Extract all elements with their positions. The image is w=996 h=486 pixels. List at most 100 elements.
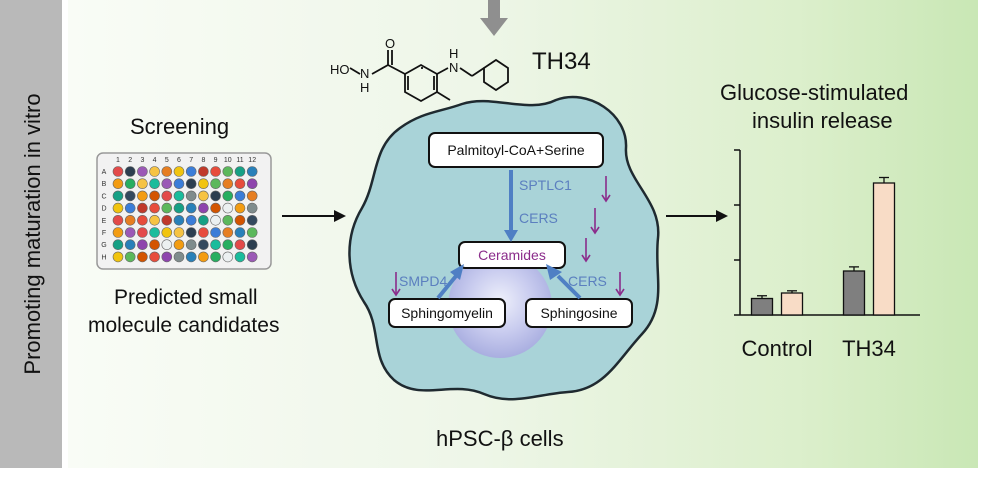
plate-well — [222, 239, 234, 250]
plate-col-label: 6 — [177, 157, 181, 164]
plate-well — [112, 239, 124, 250]
th34-structure: HO N H O N H — [330, 36, 509, 103]
plate-well — [137, 227, 148, 238]
plate-well — [246, 190, 258, 202]
plate-well — [198, 178, 209, 190]
plate-well — [210, 239, 221, 250]
plate-well — [222, 166, 234, 177]
plate-col-label: 5 — [165, 157, 169, 164]
plate-well — [222, 202, 234, 214]
plate-well — [198, 202, 209, 214]
plate-well — [149, 215, 160, 226]
plate-col-label: 11 — [236, 157, 243, 164]
plate-well — [137, 166, 148, 177]
sidebar-title-svg: Promoting maturation in vitro — [20, 93, 45, 374]
plate-well — [246, 166, 258, 177]
sidebar-band: Promoting maturation in vitro — [0, 0, 62, 468]
node-sphingomyelin: Sphingomyelin — [388, 298, 506, 328]
plate-well — [161, 227, 173, 238]
plate-well — [210, 215, 221, 226]
plate-well — [161, 178, 173, 190]
plate-well — [173, 202, 185, 214]
chart-category-label: Control — [742, 336, 813, 361]
plate-well — [234, 166, 246, 177]
plate-well — [161, 202, 173, 214]
enzyme-cers-right: CERS — [568, 273, 607, 289]
screening-title: Screening — [130, 114, 230, 139]
plate-well — [112, 251, 124, 263]
plate-well — [149, 202, 160, 214]
plate-well — [210, 178, 221, 190]
plate-well — [234, 251, 246, 263]
atom-ho: HO — [330, 62, 350, 77]
screening-caption-line1: Predicted small — [114, 286, 258, 309]
plate-col-label: 7 — [189, 157, 193, 164]
plate-well — [137, 190, 148, 202]
atom-h1: H — [360, 80, 369, 95]
plate-well — [149, 166, 160, 177]
plate-row-label: E — [102, 218, 107, 225]
arrow-to-chart-icon — [666, 210, 728, 222]
plate-well — [185, 190, 197, 202]
plate-well — [112, 227, 124, 238]
plate-well — [137, 202, 148, 214]
plate-well — [124, 202, 136, 214]
plate-col-label: 1 — [116, 157, 120, 164]
plate-well — [210, 227, 221, 238]
node-palmitoyl: Palmitoyl-CoA+Serine — [428, 132, 604, 168]
chart-bar — [872, 182, 896, 316]
plate-well — [173, 190, 185, 202]
plate-well — [124, 166, 136, 177]
plate-well — [234, 202, 246, 214]
structure-ring-2 — [483, 58, 509, 92]
chart-title-line2: insulin release — [752, 108, 893, 133]
plate-col-label: 12 — [248, 157, 256, 164]
plate-well — [173, 178, 185, 190]
plate-well — [198, 251, 209, 263]
plate-well — [112, 166, 124, 177]
plate-well — [161, 239, 173, 250]
chart-category-label: TH34 — [842, 336, 896, 361]
plate-well — [210, 202, 221, 214]
plate-well — [198, 190, 209, 202]
plate-well — [149, 251, 160, 263]
plate-col-label: 3 — [140, 157, 144, 164]
plate-well — [234, 178, 246, 190]
plate-well — [198, 239, 209, 250]
plate-well — [222, 178, 234, 190]
plate-well — [112, 202, 124, 214]
plate-col-label: 9 — [214, 157, 218, 164]
plate-well — [222, 251, 234, 263]
plate-well — [124, 251, 136, 263]
plate-well — [137, 239, 148, 250]
plate-well — [173, 251, 185, 263]
plate-well — [173, 215, 185, 226]
plate-well — [112, 190, 124, 202]
plate-well — [246, 178, 258, 190]
plate-well — [234, 227, 246, 238]
plate-well — [246, 202, 258, 214]
plate-row-label: G — [101, 242, 106, 249]
plate-well — [210, 190, 221, 202]
atom-n1: N — [360, 66, 369, 81]
plate-col-label: 4 — [153, 157, 157, 164]
plate-well — [234, 190, 246, 202]
plate-well — [210, 251, 221, 263]
enzyme-sptlc1: SPTLC1 — [519, 177, 572, 193]
plate-well — [234, 239, 246, 250]
cell-label: hPSC-β cells — [436, 426, 564, 451]
plate-well — [112, 215, 124, 226]
compound-name: TH34 — [532, 48, 591, 75]
arrow-to-cell-icon — [282, 210, 346, 222]
plate-well — [185, 178, 197, 190]
plate-well — [246, 239, 258, 250]
plate-col-label: 2 — [128, 157, 132, 164]
plate-row-label: A — [102, 169, 107, 176]
plate-row-label: B — [102, 181, 107, 188]
plate-well — [124, 227, 136, 238]
plate-well — [173, 227, 185, 238]
node-ceramides: Ceramides — [458, 241, 566, 269]
plate-well — [198, 166, 209, 177]
plate-col-label: 8 — [201, 157, 205, 164]
plate-well — [124, 178, 136, 190]
